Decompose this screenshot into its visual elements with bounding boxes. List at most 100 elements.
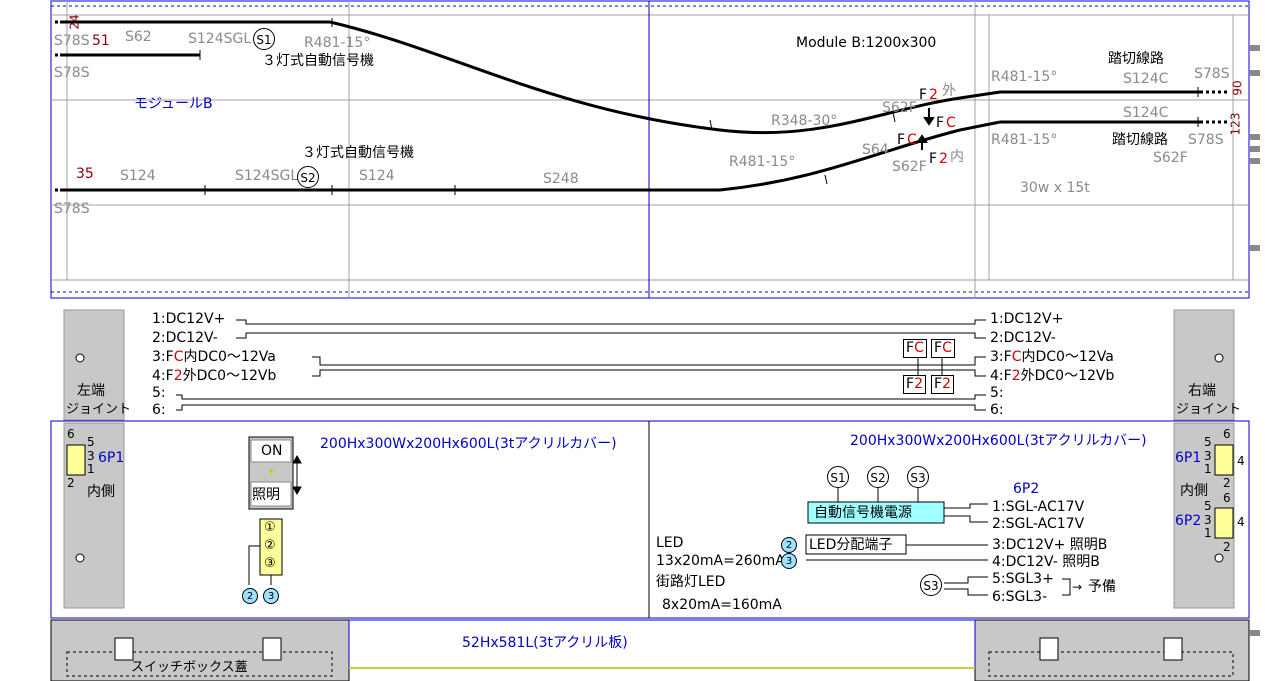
- wire-pre: DC12V: [1003, 311, 1052, 327]
- wire-red: 2: [1011, 368, 1021, 384]
- rp2-pin-5: 5: [1204, 499, 1212, 513]
- rp-inside-label: 内側: [1180, 483, 1208, 499]
- left-wire-row: 2:DC12V-: [152, 331, 218, 345]
- wire-post: 内DC0～12Va: [1021, 349, 1114, 365]
- led-calc: 13x20mA=260mA: [656, 553, 785, 569]
- rp2-pin-1: 1: [1204, 526, 1212, 540]
- right-joint-label2: ジョイント: [1176, 402, 1242, 417]
- label-s62f-b: S62F: [892, 159, 927, 175]
- p1-label: 6P1: [98, 450, 125, 466]
- crossing-upper: 踏切線路: [1108, 51, 1164, 67]
- f2-outer-f: F: [919, 87, 928, 103]
- p1-inside-label: 内側: [87, 484, 115, 500]
- s3-circle-b: S3: [920, 574, 942, 596]
- wire-pre: DC12V: [1003, 330, 1051, 346]
- signal-label-upper: ３灯式自動信号機: [262, 53, 374, 69]
- fc-box-1-f: F: [906, 340, 915, 356]
- rp1-label: 6P1: [1175, 450, 1202, 466]
- f2-outer-2: 2: [929, 87, 938, 103]
- switchbox-terminal-row: 3:DC12V+ 照明B: [992, 537, 1108, 553]
- label-r481-c: R481-15°: [991, 69, 1058, 85]
- switchbox-terminal-row: 2:SGL-AC17V: [992, 516, 1085, 532]
- rp1-pin-3: 3: [1204, 449, 1212, 463]
- switch-on-label[interactable]: ON: [261, 443, 283, 459]
- p2-label: 6P2: [1013, 481, 1040, 497]
- cover-left-label: 200Hx300Wx200Hx600L(3tアクリルカバー): [320, 436, 617, 452]
- rp1-pin-6: 6: [1223, 427, 1231, 441]
- label-r481-b: R481-15°: [729, 154, 796, 170]
- signal-s2-circle: S2: [297, 166, 319, 188]
- p1-pin-1: 1: [87, 462, 95, 476]
- circle-2-right: 2: [781, 537, 797, 553]
- wire-red: C: [173, 349, 184, 365]
- f2-box-1: F2: [903, 375, 926, 394]
- label-s248: S248: [543, 171, 579, 187]
- right-wire-row: 3:FC内DC0～12Va: [990, 350, 1114, 364]
- wire-num: 3:: [990, 349, 1004, 365]
- label-s124-b: S124: [359, 168, 395, 184]
- label-s124c-a: S124C: [1123, 71, 1169, 87]
- f2-box-2: F2: [931, 375, 954, 394]
- p1-pin-5: 5: [87, 435, 95, 449]
- label-s124sgl-1: S124SGL: [188, 31, 252, 47]
- circle-2-left: 2: [242, 588, 258, 604]
- num-35: 35: [76, 166, 94, 182]
- label-s124-a: S124: [120, 168, 156, 184]
- num-51: 51: [92, 33, 110, 49]
- rp1-pin-1: 1: [1204, 462, 1212, 476]
- left-wire-row: 1:DC12V+: [152, 312, 225, 326]
- terminal-3: ③: [264, 556, 276, 571]
- num-24: 24: [67, 14, 82, 30]
- cover-right-label: 200Hx300Wx200Hx600L(3tアクリルカバー): [850, 433, 1147, 449]
- fc-lower-f: F: [897, 132, 906, 148]
- signal-power-label: 自動信号機電源: [814, 505, 912, 521]
- street-led: 街路灯LED: [656, 574, 726, 590]
- wire-post: 外DC0～12Vb: [1020, 368, 1115, 384]
- label-s62: S62: [125, 29, 152, 45]
- label-s62f-c: S62F: [1153, 150, 1188, 166]
- f2-inner-2: 2: [939, 151, 948, 167]
- label-s78s-c: S78S: [1194, 66, 1230, 82]
- signal-s1-circle: S1: [253, 28, 275, 50]
- wire-post: +: [1051, 311, 1064, 327]
- rp2-pin-3: 3: [1204, 513, 1212, 527]
- switch-light-label: 照明: [252, 487, 280, 503]
- switchbox-terminal-row: 1:SGL-AC17V: [992, 499, 1085, 515]
- fc-upper-f: F: [936, 115, 945, 131]
- switchbox-terminal-row: 5:SGL3+: [992, 571, 1054, 587]
- label-s78s-e: S78S: [54, 201, 90, 217]
- wire-num: 4:: [990, 368, 1004, 384]
- num-90: 90: [1230, 80, 1245, 96]
- f2-outer-label: 外: [942, 83, 956, 99]
- label-s78s-d: S78S: [1188, 132, 1224, 148]
- label-r481-d: R481-15°: [991, 132, 1058, 148]
- right-wire-row: 6:: [990, 403, 1004, 417]
- wire-post: +: [213, 311, 226, 327]
- wire-pre: F: [165, 349, 174, 365]
- switchbox-terminal-row: 6:SGL3-: [992, 589, 1048, 605]
- fc-box-2-f: F: [934, 340, 943, 356]
- module-title: Module B:1200x300: [796, 35, 937, 51]
- switchbox-terminal-row: 4:DC12V- 照明B: [992, 554, 1100, 570]
- label-r348: R348-30°: [771, 113, 838, 129]
- wire-post: -: [1050, 330, 1056, 346]
- fc-box-1: FC: [903, 339, 927, 358]
- wire-num: 1:: [990, 311, 1004, 327]
- wire-pre: DC12V: [165, 311, 214, 327]
- module-jp-title: モジュールB: [134, 96, 213, 112]
- label-s78s-a: S78S: [54, 33, 90, 49]
- circle-3-left: 3: [263, 588, 279, 604]
- wire-num: 3:: [152, 349, 166, 365]
- f2-box-1-2: 2: [914, 376, 923, 392]
- f2-inner-label: 内: [950, 149, 964, 165]
- signal-label-lower: ３灯式自動信号機: [302, 145, 414, 161]
- size-note: 30w x 15t: [1020, 180, 1090, 196]
- label-s124c-b: S124C: [1123, 105, 1169, 121]
- circle-3-right: 3: [781, 553, 797, 569]
- terminal-1: ①: [264, 520, 276, 535]
- left-wire-row: 5:: [152, 386, 166, 400]
- spare-label: 予備: [1088, 579, 1116, 595]
- label-s124sgl-2: S124SGL: [235, 168, 299, 184]
- p1-pin-2: 2: [67, 476, 75, 490]
